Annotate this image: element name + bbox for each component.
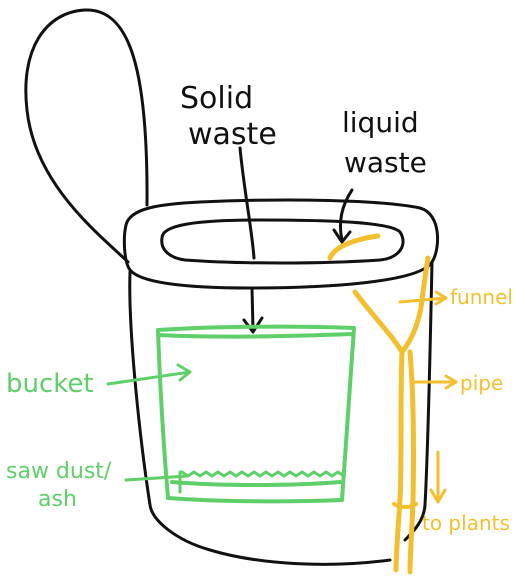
bucket-label-arrow: [108, 372, 190, 384]
solid-waste-label-line1: Solid: [180, 81, 253, 116]
funnel-label: funnel: [450, 285, 513, 309]
liquid-waste-label-line2: waste: [344, 146, 427, 179]
liquid-waste-label-line1: liquid: [342, 106, 419, 139]
solid-waste-arrow: [240, 148, 254, 258]
pipe-right: [410, 352, 414, 572]
toilet-lid: [26, 10, 147, 262]
pipe-label: pipe: [460, 371, 503, 395]
bucket-label: bucket: [6, 369, 94, 399]
toilet-body-right-side: [405, 262, 432, 540]
sawdust-layer: [172, 482, 340, 485]
toilet-seat-opening: [162, 220, 403, 263]
to-plants-label: to plants: [422, 511, 510, 535]
funnel-top: [330, 236, 378, 258]
toilet-seat-rim: [124, 200, 437, 288]
sawdust-label-line1: saw dust/: [6, 459, 112, 484]
solid-waste-label-line2: waste: [188, 117, 277, 152]
solid-waste-arrow-2: [252, 288, 253, 330]
pipe-bottom: [394, 504, 416, 507]
sawdust-label-line2: ash: [38, 487, 77, 512]
toilet-body-left-side: [130, 272, 390, 564]
pipe-left: [396, 352, 402, 570]
